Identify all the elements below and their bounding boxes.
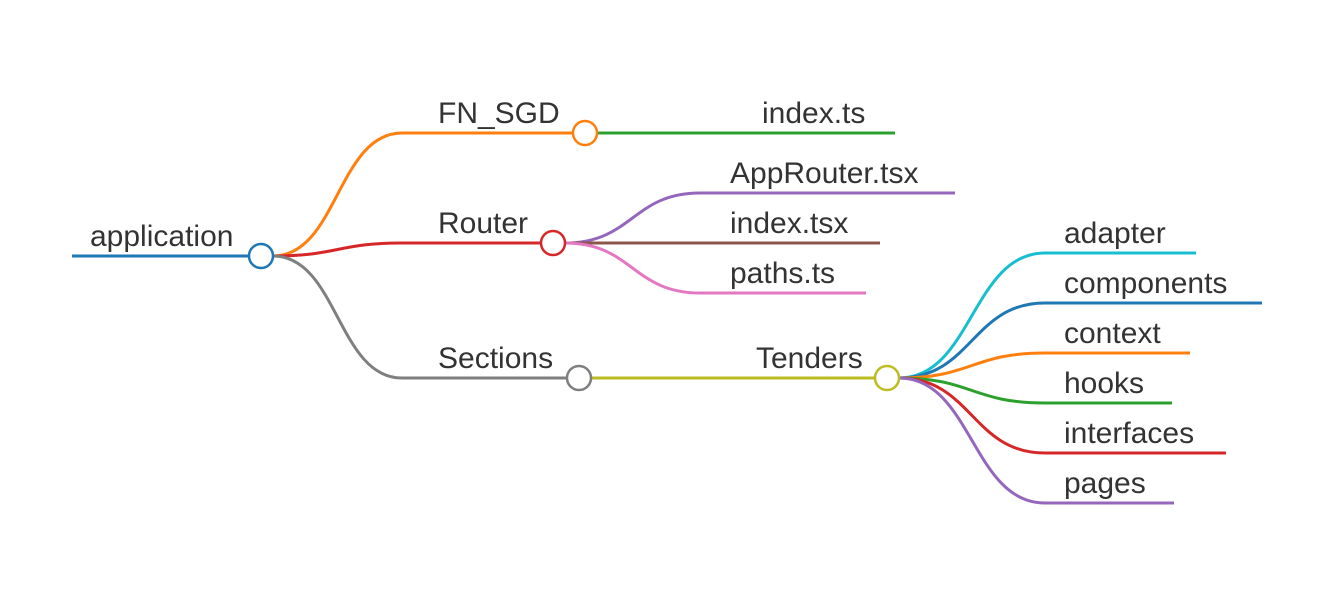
interfaces-edge — [898, 376, 1046, 455]
node-router[interactable]: Router — [438, 207, 528, 240]
node-adapter[interactable]: adapter — [1064, 217, 1166, 250]
edges-layer — [272, 131, 1046, 505]
node-application[interactable]: application — [90, 220, 233, 253]
application-toggle-circle[interactable] — [247, 242, 275, 270]
fn-sgd-edge — [272, 131, 403, 258]
fn-sgd-toggle-circle[interactable] — [571, 119, 599, 147]
context-edge — [898, 351, 1046, 380]
approuter-tsx-edge — [564, 191, 701, 245]
paths-ts-edge — [564, 241, 701, 295]
node-pages[interactable]: pages — [1064, 467, 1146, 500]
node-approuter-tsx[interactable]: AppRouter.tsx — [730, 157, 918, 190]
router-edge — [272, 241, 403, 258]
node-interfaces[interactable]: interfaces — [1064, 417, 1194, 450]
node-components[interactable]: components — [1064, 267, 1227, 300]
node-fn-sgd[interactable]: FN_SGD — [438, 97, 560, 130]
node-paths-ts[interactable]: paths.ts — [730, 257, 835, 290]
node-sections[interactable]: Sections — [438, 342, 553, 375]
components-edge — [898, 301, 1046, 380]
underlines-layer — [72, 131, 1262, 505]
circles-layer — [247, 119, 901, 392]
node-hooks[interactable]: hooks — [1064, 367, 1144, 400]
adapter-edge — [898, 251, 1046, 380]
node-tenders[interactable]: Tenders — [756, 342, 863, 375]
pages-edge — [898, 376, 1046, 505]
node-index-ts[interactable]: index.ts — [762, 97, 865, 130]
sections-edge — [272, 254, 403, 380]
tenders-toggle-circle[interactable] — [873, 364, 901, 392]
hooks-edge — [898, 376, 1046, 405]
router-toggle-circle[interactable] — [539, 229, 567, 257]
sections-toggle-circle[interactable] — [565, 364, 593, 392]
node-context[interactable]: context — [1064, 317, 1161, 350]
node-index-tsx[interactable]: index.tsx — [730, 207, 848, 240]
